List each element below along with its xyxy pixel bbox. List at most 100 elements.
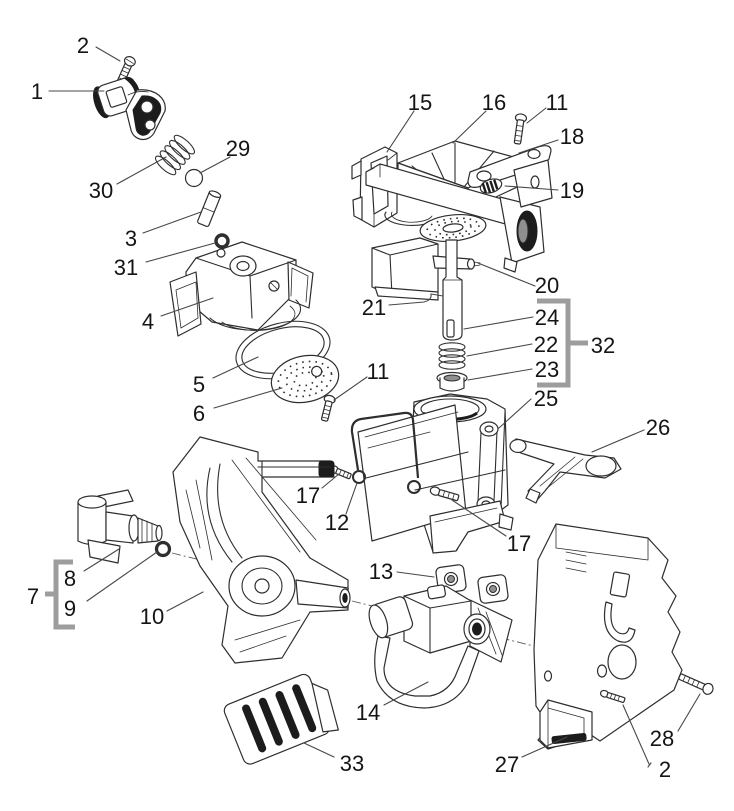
part-10-left-frame-plate: [172, 436, 351, 664]
callout-9: 9: [64, 596, 76, 621]
callout-5: 5: [193, 372, 205, 397]
callout-27: 27: [495, 752, 519, 777]
callout-12: 12: [325, 510, 349, 535]
leader-c33: [303, 742, 335, 758]
part-8-inlet-fitting: [77, 489, 163, 564]
leader-c17b: [451, 499, 507, 537]
leader-c2a: [95, 46, 121, 62]
leader-c4: [160, 297, 214, 317]
leader-c6: [213, 387, 283, 409]
callout-13: 13: [369, 559, 393, 584]
part-19-spring-clip: [479, 178, 503, 194]
callout-29: 29: [226, 136, 250, 161]
callout-17b: 17: [507, 531, 531, 556]
leader-c23: [467, 368, 533, 381]
leader-c30: [116, 156, 167, 185]
callout-32: 32: [591, 333, 615, 358]
leader-c3: [142, 211, 202, 234]
leader-c20: [477, 262, 536, 287]
part-18-lock-lever: [467, 145, 553, 208]
callout-10: 10: [140, 604, 164, 629]
part-25-brew-chamber: [357, 393, 514, 554]
part-33-ribbed-cover: [223, 673, 339, 765]
callout-28: 28: [650, 726, 674, 751]
leader-c26: [591, 429, 645, 453]
callout-2b: 2: [659, 757, 671, 782]
part-1-crank-handle: [93, 76, 166, 140]
part-9-o-ring: [154, 540, 172, 558]
callout-21: 21: [362, 295, 386, 320]
leader-c28: [677, 693, 701, 732]
leader-c10: [166, 591, 204, 612]
callout-7: 7: [27, 584, 39, 609]
leader-c21: [388, 293, 444, 306]
callout-1: 1: [31, 79, 43, 104]
part-4-valve-body: [169, 241, 314, 337]
leader-c17a: [321, 473, 340, 489]
callout-33: 33: [340, 751, 364, 776]
part-23-seal-cup: [436, 371, 468, 392]
leader-c27: [521, 736, 568, 758]
part-26-release-lever: [509, 438, 622, 504]
part-6-filter-disc: [270, 354, 340, 404]
leader-c9: [86, 551, 158, 602]
part-21-piston-rod: [442, 239, 463, 341]
part-22-spring: [438, 342, 466, 370]
part-3-pin: [197, 190, 222, 228]
leader-c2b: [622, 704, 652, 768]
callout-14: 14: [356, 700, 380, 725]
leader-c29: [199, 156, 231, 174]
leader-c25: [498, 398, 532, 429]
callout-17a: 17: [296, 483, 320, 508]
part-11-screw-a: [320, 394, 336, 422]
part-12-wire-gasket: [350, 411, 421, 494]
callout-25: 25: [534, 386, 558, 411]
part-13-square-nut-b: [477, 574, 509, 604]
callout-22: 22: [534, 332, 558, 357]
part-28-screw-long: [678, 673, 714, 695]
leader-c13: [396, 571, 435, 578]
callout-19: 19: [560, 178, 584, 203]
callout-2a: 2: [77, 33, 89, 58]
callout-18: 18: [560, 124, 584, 149]
part-30-spring: [154, 134, 196, 176]
group-brackets: [45, 298, 588, 630]
callout-15: 15: [408, 90, 432, 115]
part-29-ball: [184, 168, 204, 188]
callout-16: 16: [482, 90, 506, 115]
part-27-right-frame-plate: [533, 523, 683, 750]
leader-c16: [452, 110, 487, 144]
parts-artwork: [77, 56, 714, 765]
callout-6: 6: [193, 401, 205, 426]
callout-8: 8: [64, 566, 76, 591]
callout-31: 31: [114, 255, 138, 280]
leader-c14: [383, 681, 429, 706]
leader-c12: [345, 482, 358, 515]
part-17-screw-b: [429, 486, 460, 502]
callout-4: 4: [142, 309, 154, 334]
part-14-valve-assembly: [368, 584, 513, 709]
part-24-piston-slot: [446, 319, 455, 338]
part-20-shower-plate-assembly: [371, 214, 487, 301]
leader-c22: [466, 343, 533, 357]
callout-labels: 1 2 29 30 3 31 15 16 11 18 19 20 21 24 2…: [27, 33, 674, 782]
callout-23: 23: [535, 357, 559, 382]
part-2-screw-a: [116, 56, 136, 85]
part-2-screw-b: [599, 689, 626, 703]
leader-lines: [48, 46, 701, 768]
leader-c18: [518, 139, 559, 154]
leader-c8: [83, 548, 120, 572]
leader-c24: [463, 316, 534, 330]
callout-30: 30: [89, 178, 113, 203]
callout-3: 3: [125, 226, 137, 251]
leader-c15: [386, 110, 415, 153]
callout-26: 26: [646, 415, 670, 440]
callout-11a: 11: [367, 359, 390, 384]
callout-24: 24: [535, 305, 559, 330]
leader-c31: [145, 242, 216, 263]
callout-11b: 11: [546, 90, 569, 115]
leader-c5: [212, 356, 259, 379]
callout-20: 20: [535, 273, 559, 298]
